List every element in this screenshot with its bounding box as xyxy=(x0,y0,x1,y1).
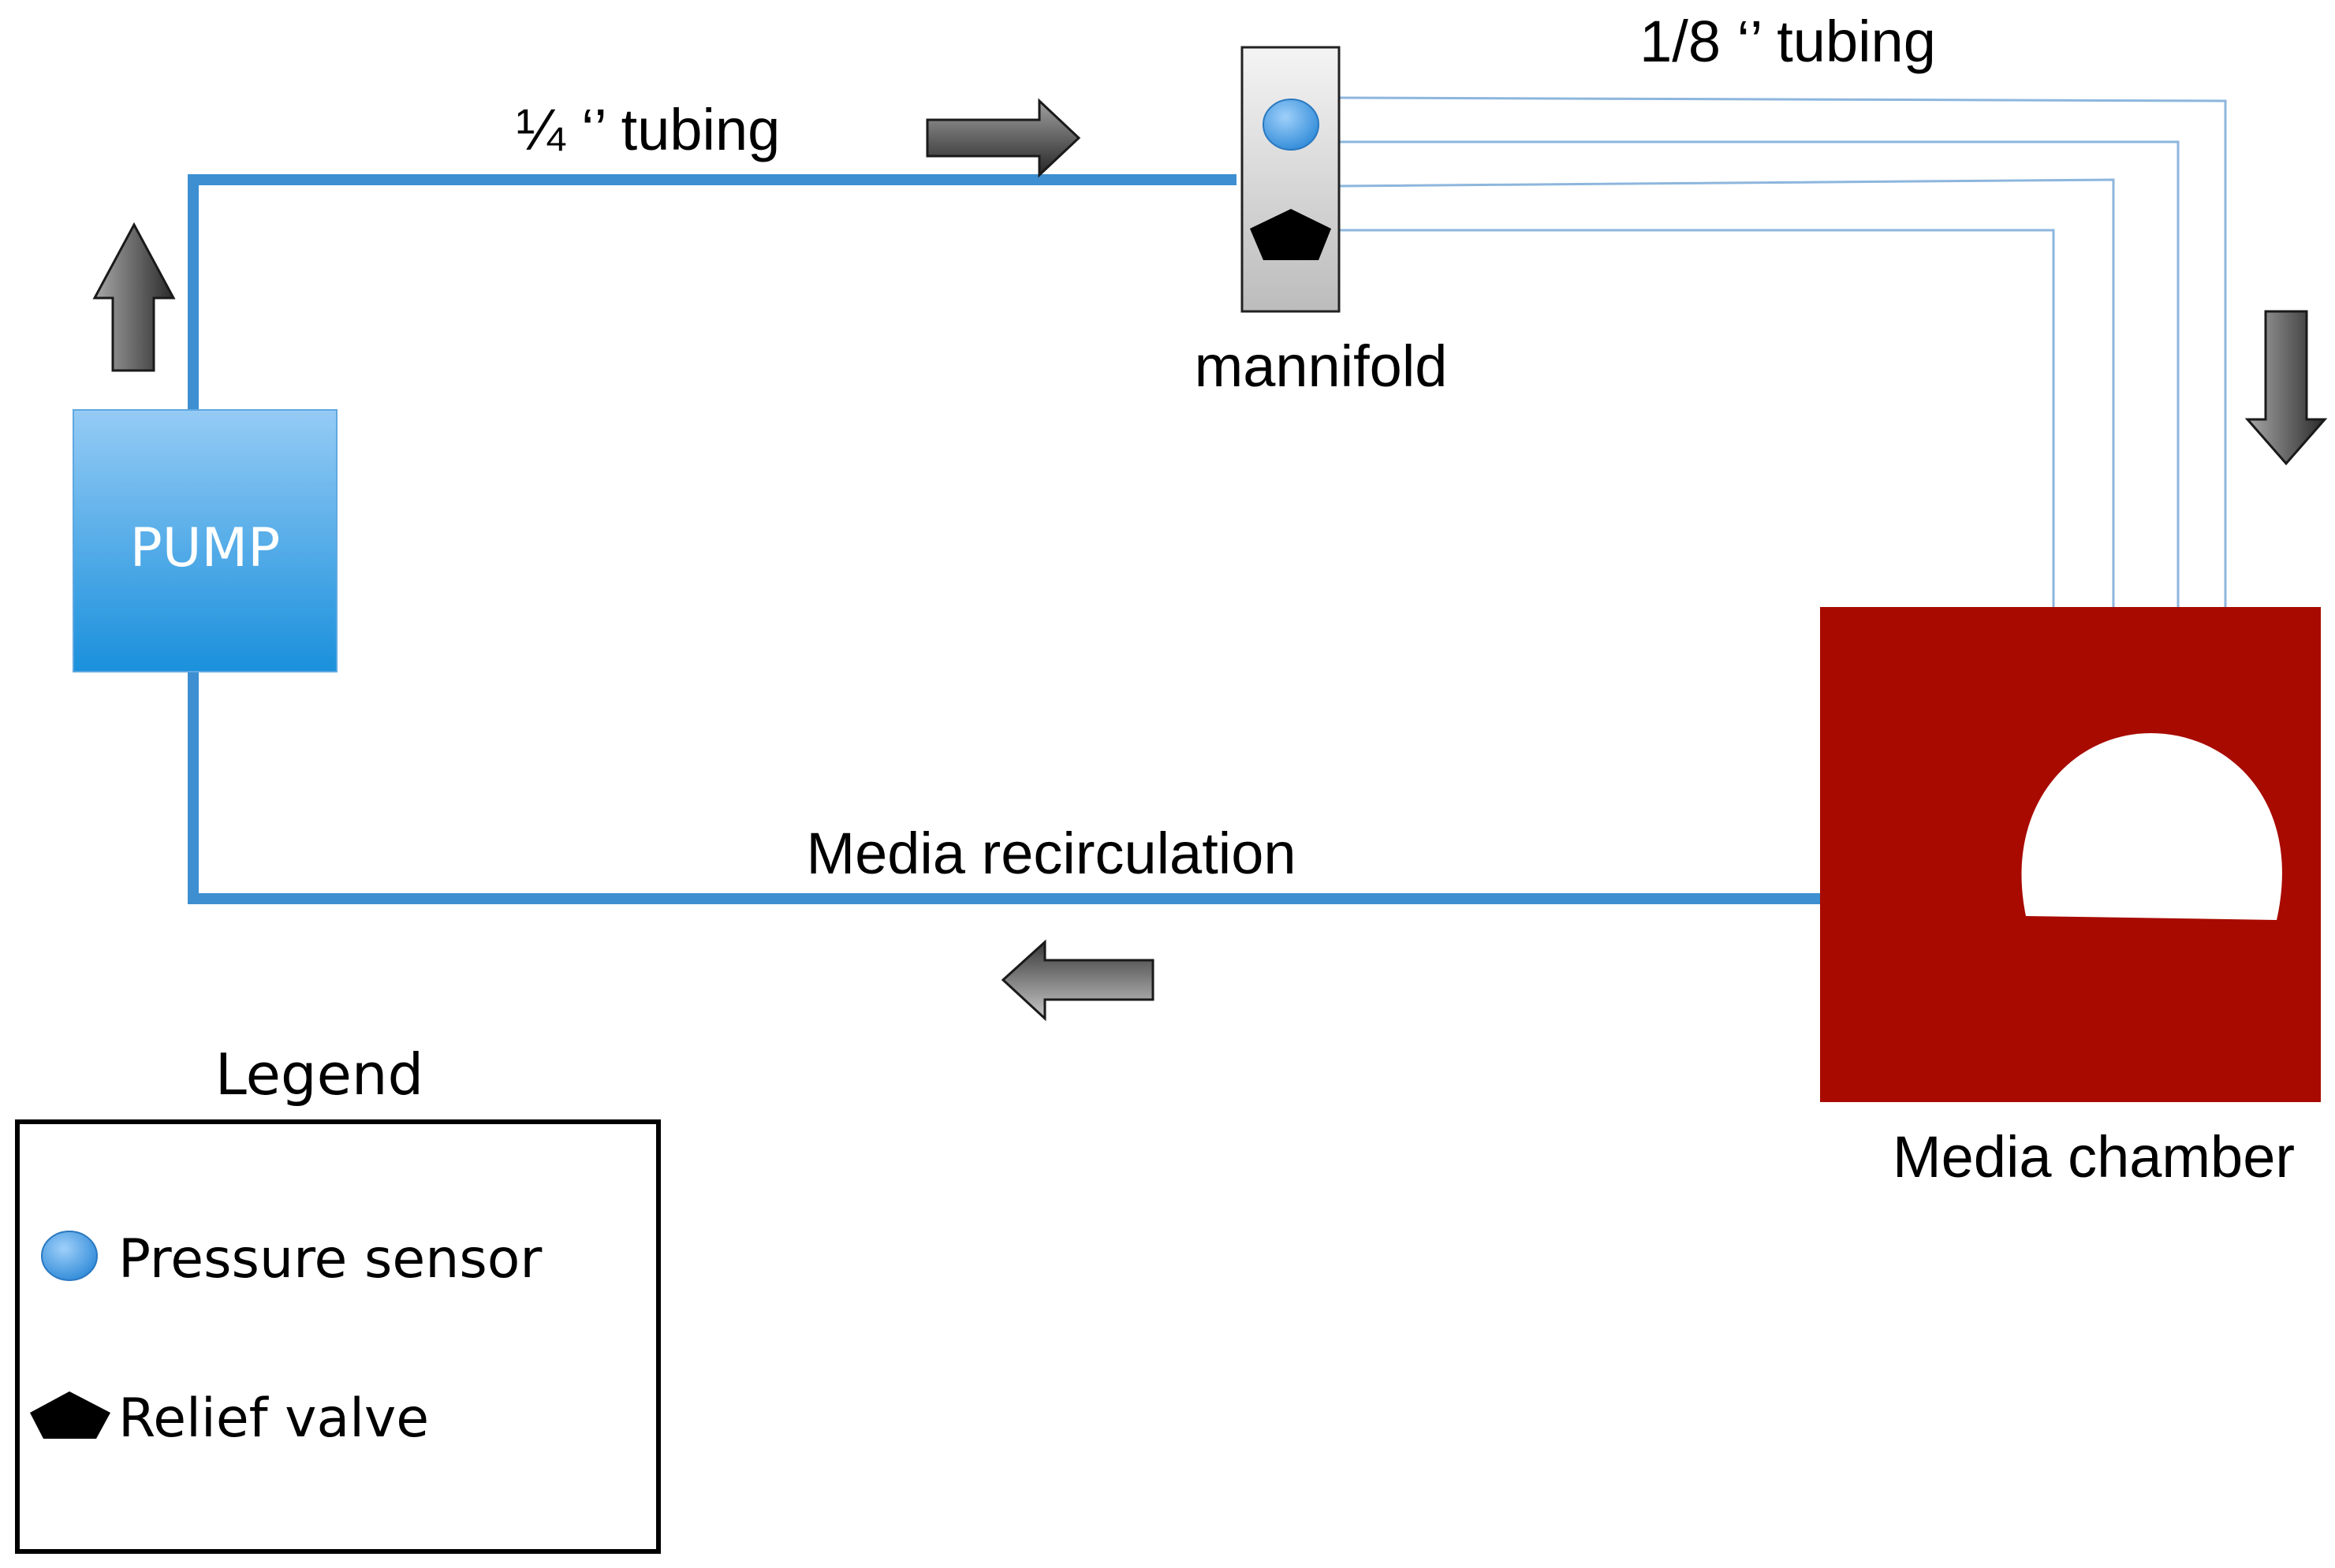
eighth-tubing-label: 1/8 ‘’ tubing xyxy=(1639,9,1936,74)
manifold-body xyxy=(1240,46,1341,313)
legend-title: Legend xyxy=(215,1041,423,1108)
legend-box xyxy=(15,1119,661,1554)
pump-label: PUMP xyxy=(130,517,280,579)
flow-arrow-right-icon xyxy=(926,98,1081,178)
thin-tube-1 xyxy=(1338,96,2227,753)
eighth-inch-tubing-lines xyxy=(1338,96,2227,757)
thin-tube-2 xyxy=(1339,140,2180,733)
pressure-sensor-icon xyxy=(41,1231,98,1281)
pump-box xyxy=(73,409,338,672)
legend-item-pressure-sensor: Pressure sensor xyxy=(118,1228,542,1291)
quarter-tubing-label: ¼ ‘’ tubing xyxy=(517,97,781,162)
media-chamber-label: Media chamber xyxy=(1893,1124,2295,1190)
manifold-relief-valve-icon xyxy=(1250,209,1331,260)
relief-valve-icon xyxy=(30,1391,110,1439)
flow-arrow-left-icon xyxy=(1001,939,1154,1022)
quarter-inch-tubing-line xyxy=(188,174,1237,410)
thin-tube-4 xyxy=(1339,229,2055,757)
media-recirculation-label: Media recirculation xyxy=(806,821,1296,886)
manifold-pressure-sensor-icon xyxy=(1263,99,1319,151)
media-chamber-dome xyxy=(2021,733,2282,920)
thin-tube-3 xyxy=(1338,178,2115,721)
legend-item-relief-valve: Relief valve xyxy=(118,1387,429,1450)
flow-arrow-up-icon xyxy=(92,222,176,372)
manifold-label: mannifold xyxy=(1195,333,1448,399)
media-recirculation-line xyxy=(188,672,1820,904)
flow-arrow-down-icon xyxy=(2244,310,2328,466)
